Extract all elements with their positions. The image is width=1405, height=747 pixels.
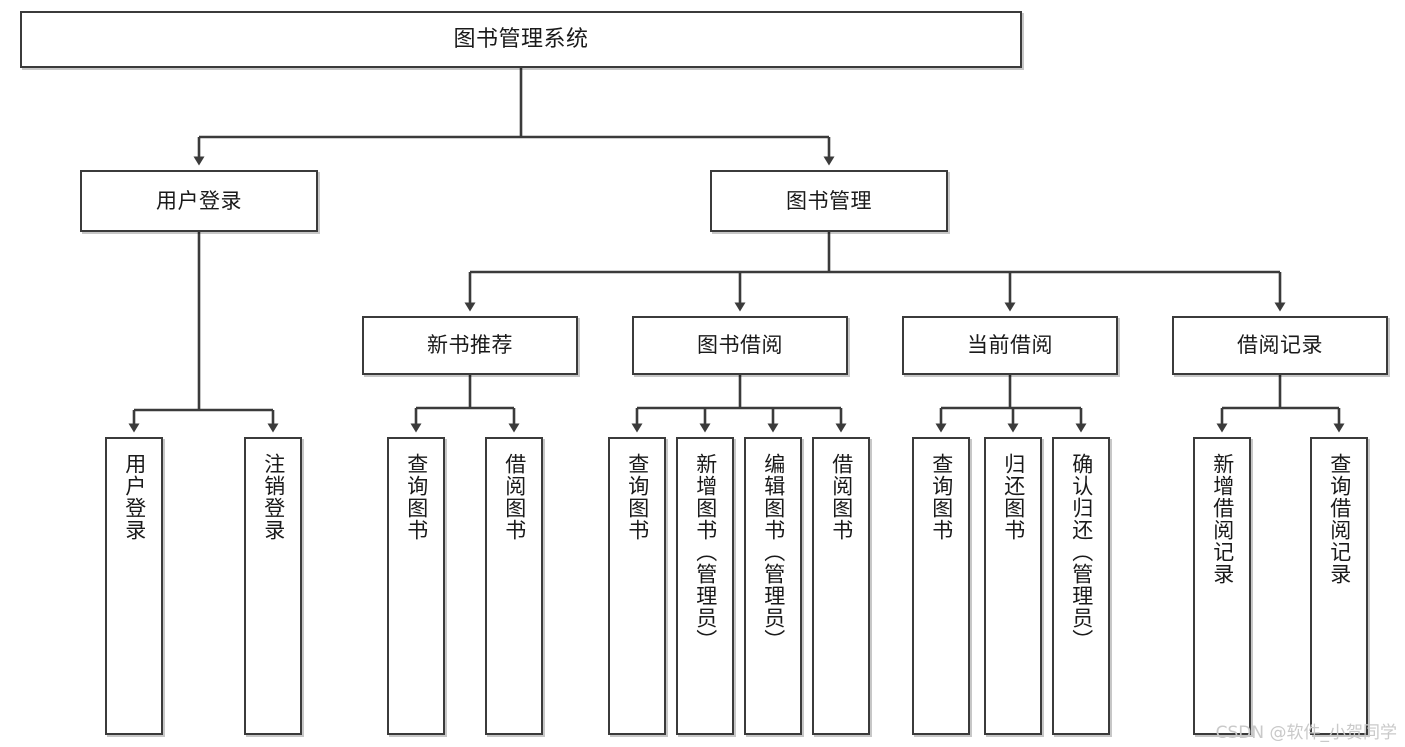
leaf-query-borrow-record[interactable]: 查询借阅记录 [1310, 437, 1368, 735]
leaf-return-book[interactable]: 归还图书 [984, 437, 1042, 735]
node-label: 查询图书 [404, 453, 429, 541]
node-label: 图书借阅 [697, 333, 783, 358]
node-root-system[interactable]: 图书管理系统 [20, 11, 1022, 68]
node-label: 查询图书 [625, 453, 650, 541]
node-label: 新增借阅记录 [1210, 453, 1235, 585]
leaf-user-logout[interactable]: 注销登录 [244, 437, 302, 735]
node-user-login[interactable]: 用户登录 [80, 170, 318, 232]
leaf-query-book-borrow[interactable]: 查询图书 [608, 437, 666, 735]
node-label: 新增图书（管理员） [693, 453, 718, 651]
node-label: 借阅图书 [829, 453, 854, 541]
node-label: 归还图书 [1001, 453, 1026, 541]
node-label: 当前借阅 [967, 333, 1053, 358]
leaf-query-book-recommend[interactable]: 查询图书 [387, 437, 445, 735]
node-book-borrow[interactable]: 图书借阅 [632, 316, 848, 375]
node-current-borrow[interactable]: 当前借阅 [902, 316, 1118, 375]
node-book-management[interactable]: 图书管理 [710, 170, 948, 232]
leaf-query-book-current[interactable]: 查询图书 [912, 437, 970, 735]
leaf-edit-book-admin[interactable]: 编辑图书（管理员） [744, 437, 802, 735]
node-label: 编辑图书（管理员） [761, 453, 786, 651]
node-label: 查询图书 [929, 453, 954, 541]
leaf-add-book-admin[interactable]: 新增图书（管理员） [676, 437, 734, 735]
node-label: 确认归还（管理员） [1069, 453, 1094, 651]
leaf-add-borrow-record[interactable]: 新增借阅记录 [1193, 437, 1251, 735]
node-new-book-recommend[interactable]: 新书推荐 [362, 316, 578, 375]
node-label: 借阅图书 [502, 453, 527, 541]
node-label: 图书管理 [786, 188, 872, 213]
node-label: 图书管理系统 [453, 26, 589, 52]
node-borrow-record[interactable]: 借阅记录 [1172, 316, 1388, 375]
watermark: CSDN @软件_小贺同学 [1215, 723, 1397, 743]
leaf-borrow-book[interactable]: 借阅图书 [812, 437, 870, 735]
leaf-borrow-book-recommend[interactable]: 借阅图书 [485, 437, 543, 735]
node-label: 用户登录 [156, 188, 242, 213]
leaf-confirm-return-admin[interactable]: 确认归还（管理员） [1052, 437, 1110, 735]
node-label: 用户登录 [122, 453, 147, 541]
node-label: 新书推荐 [427, 333, 513, 358]
node-label: 借阅记录 [1237, 333, 1323, 358]
node-label: 查询借阅记录 [1327, 453, 1352, 585]
node-label: 注销登录 [261, 453, 286, 541]
leaf-user-login[interactable]: 用户登录 [105, 437, 163, 735]
